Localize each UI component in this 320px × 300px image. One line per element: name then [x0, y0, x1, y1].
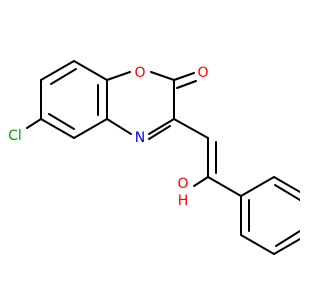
- bond-aromatic-inner: [50, 68, 77, 85]
- oxygen-atom-carbonyl: O: [197, 65, 208, 81]
- atom-labels: O O N Cl O H: [8, 65, 208, 209]
- bond-aromatic-inner: [275, 230, 300, 247]
- chemical-structure-diagram: O O N Cl O H: [8, 60, 300, 255]
- nitrogen-atom: N: [135, 130, 145, 146]
- bond-aromatic-inner: [274, 184, 300, 201]
- oxygen-atom-hydroxyl: O: [177, 176, 188, 192]
- hydrogen-atom: H: [178, 193, 189, 209]
- bonds: [26, 60, 300, 255]
- bond: [273, 176, 300, 194]
- bond-aromatic-inner: [48, 113, 75, 130]
- bond: [73, 60, 108, 81]
- bond: [150, 71, 175, 81]
- bond: [40, 60, 75, 81]
- bond: [148, 118, 175, 135]
- oxygen-atom-ring: O: [134, 65, 145, 81]
- bond: [173, 72, 195, 81]
- chlorine-atom: Cl: [8, 128, 22, 144]
- bond: [207, 176, 242, 197]
- bond: [240, 234, 275, 255]
- molecule-canvas: O O N Cl O H: [8, 60, 300, 255]
- bond: [106, 118, 132, 135]
- bond-double-inner: [148, 125, 171, 140]
- bond: [40, 118, 75, 139]
- bond: [193, 176, 209, 187]
- bond-double-inner: [176, 80, 197, 89]
- bond: [26, 118, 42, 129]
- bond: [73, 118, 108, 139]
- bond: [240, 176, 275, 197]
- bond: [173, 118, 209, 139]
- bond: [273, 237, 300, 255]
- bond: [106, 71, 131, 81]
